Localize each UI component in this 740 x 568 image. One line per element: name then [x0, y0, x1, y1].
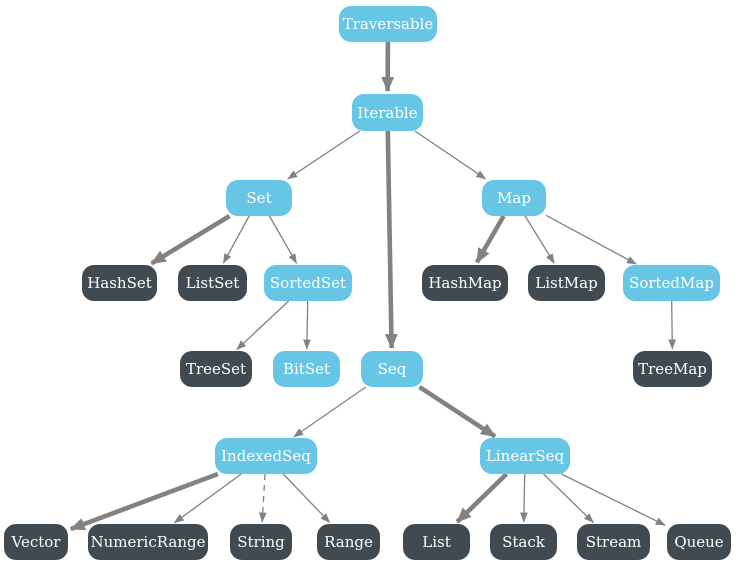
edge-seq-linearseq: [418, 385, 497, 439]
node-hashmap[interactable]: HashMap: [422, 265, 508, 301]
edge-indexedseq-range: [282, 473, 331, 524]
node-range[interactable]: Range: [317, 524, 380, 560]
edge-linearseq-stream: [543, 473, 594, 524]
edge-iterable-set: [287, 130, 361, 180]
edge-indexedseq-numericrange: [173, 473, 242, 524]
edge-set-sortedset: [268, 215, 298, 264]
edge-seq-indexedseq: [293, 386, 367, 438]
node-listset[interactable]: ListSet: [178, 265, 247, 301]
node-seq[interactable]: Seq: [361, 351, 423, 387]
edge-map-sortedmap: [545, 214, 637, 265]
node-traversable[interactable]: Traversable: [339, 6, 437, 42]
node-string[interactable]: String: [230, 524, 292, 560]
edge-linearseq-queue: [561, 473, 666, 526]
node-queue[interactable]: Queue: [667, 524, 731, 560]
edge-sortedset-bitset: [303, 300, 311, 350]
edge-linearseq-stack: [520, 473, 528, 523]
edge-set-hashset: [150, 214, 231, 266]
node-linearseq[interactable]: LinearSeq: [480, 438, 570, 474]
node-map[interactable]: Map: [482, 180, 546, 216]
node-stream[interactable]: Stream: [577, 524, 650, 560]
edge-map-listmap: [524, 215, 555, 264]
node-bitset[interactable]: BitSet: [273, 351, 340, 387]
edge-linearseq-list: [455, 472, 509, 524]
node-numericrange[interactable]: NumericRange: [88, 524, 208, 560]
edge-indexedseq-vector: [69, 471, 219, 532]
node-list[interactable]: List: [403, 524, 470, 560]
node-hashset[interactable]: HashSet: [82, 265, 157, 301]
node-sortedmap[interactable]: SortedMap: [623, 265, 720, 301]
edge-sortedmap-treemap: [668, 300, 677, 350]
edge-sortedset-treeset: [236, 300, 290, 351]
edge-set-listset: [222, 215, 250, 264]
edge-indexedseq-string: [258, 473, 267, 523]
node-treeset[interactable]: TreeSet: [180, 351, 252, 387]
edge-iterable-seq: [384, 130, 398, 350]
node-iterable[interactable]: Iterable: [352, 94, 423, 131]
node-indexedseq[interactable]: IndexedSeq: [215, 438, 317, 474]
node-sortedset[interactable]: SortedSet: [264, 265, 352, 301]
edge-map-hashmap: [474, 214, 506, 264]
node-vector[interactable]: Vector: [4, 524, 68, 560]
node-set[interactable]: Set: [226, 180, 292, 216]
node-stack[interactable]: Stack: [490, 524, 557, 560]
edge-iterable-map: [414, 130, 487, 180]
node-treemap[interactable]: TreeMap: [633, 351, 712, 387]
node-listmap[interactable]: ListMap: [528, 265, 605, 301]
